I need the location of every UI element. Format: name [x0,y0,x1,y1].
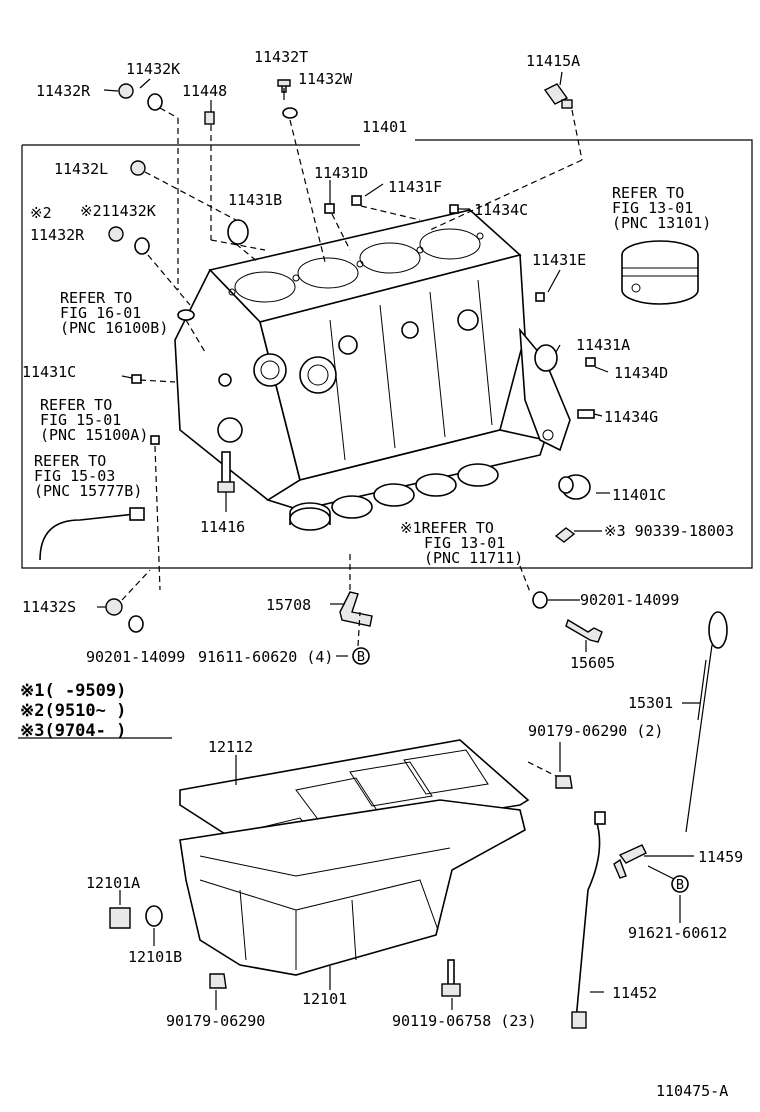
reference-line: FIG 13-01 [424,534,505,552]
sensor-11415a-icon [543,83,569,105]
part-number: 11431E [532,251,586,269]
part-number: ※2 [30,204,52,222]
part-number: 11431F [388,178,442,196]
applicability-legend: ※1( -9509) ※2(9510~ ) ※3(9704- ) [20,681,126,741]
reference-line: REFER TO [612,184,684,202]
reference-line: FIG 13-01 [612,199,693,217]
cylinder-block [174,209,571,511]
part-number: 11415A [526,52,580,70]
part-number: 15301 [628,694,673,712]
part-number: 11434G [604,408,658,426]
part-number: 91621-60612 [628,924,727,942]
reference-line: (PNC 16100B) [60,319,168,337]
circle-b-label: B [357,649,365,665]
legend-line: ※3(9704- ) [20,721,126,741]
plug-11434c-icon [449,204,459,214]
piston-icon [621,240,699,305]
leader-lines [18,71,700,1010]
reference-notes: REFER TO FIG 13-01 (PNC 13101) REFER TO … [34,184,711,567]
part-number: 11432T [254,48,308,66]
part-number: 11432W [298,70,353,88]
seal-11431a-icon [534,344,558,372]
part-number: 90201-14099 [86,648,185,666]
part-number: 11432K [126,60,180,78]
part-number: 11434D [614,364,668,382]
dipstick-guide [571,811,606,1029]
part-number: 15605 [570,654,615,672]
part-number: 91611-60620 (4) [198,648,333,666]
part-number: 11431B [228,191,282,209]
seal-11432k-icon [147,93,163,111]
circle-b-label: B [676,877,684,893]
part-number: 11452 [612,984,657,1002]
bolt-11416-icon [221,451,231,487]
part-number: 11401C [612,486,666,504]
figure-id: 110475-A [656,1082,728,1100]
part-number: ※3 90339-18003 [604,522,734,540]
reference-line: FIG 15-01 [40,411,121,429]
part-number: 11432L [54,160,108,178]
hose-icon [39,513,136,561]
plug-11431d-icon [324,203,335,214]
main-bearings [289,463,499,531]
part-number: ※211432K [80,202,156,220]
part-labels: 11432R 11432K 11448 11432T 11432W 11415A… [22,48,743,1100]
bracket-11459-icon [613,844,647,879]
part-number: 11431A [576,336,630,354]
bolt-11432t-icon [277,79,291,93]
part-number: 90201-14099 [580,591,679,609]
circle-b-marker: B [352,647,370,665]
part-number: 90179-06290 [166,1012,265,1030]
reference-line: FIG 15-03 [34,467,115,485]
dipstick [685,611,728,833]
part-number: 12112 [208,738,253,756]
reference-line: (PNC 15100A) [40,426,148,444]
reference-line: FIG 16-01 [60,304,141,322]
part-number: 11431C [22,363,76,381]
washer-11432w-icon [282,107,298,119]
part-number: 11432R [30,226,85,244]
legend-line: ※2(9510~ ) [20,701,126,721]
part-number: 90179-06290 (2) [528,722,663,740]
pin-11448-icon [204,111,215,125]
part-number: 90119-06758 (23) [392,1012,537,1030]
small-parts [39,79,647,997]
part-number: 15708 [266,596,311,614]
plug-11431b-icon [227,219,249,245]
reference-line: REFER TO [40,396,112,414]
legend-line: ※1( -9509) [20,681,126,701]
part-number: 11432S [22,598,76,616]
part-number: 11448 [182,82,227,100]
part-number: 11434C [474,201,528,219]
part-number: 11416 [200,518,245,536]
nozzle-15708-icon [339,591,373,627]
reference-line: (PNC 15777B) [34,482,142,500]
reference-line: REFER TO [34,452,106,470]
part-number: 11431D [314,164,368,182]
part-number: 11401 [362,118,407,136]
reference-line: ※1REFER TO [400,519,494,537]
part-number: 12101A [86,874,140,892]
part-number: 12101 [302,990,347,1008]
part-number: 11459 [698,848,743,866]
valve-15605-icon [565,618,603,643]
oil-pan-gasket [179,739,530,853]
plug-11432r-icon [118,83,134,99]
plug-11432l-icon [130,160,146,176]
oil-pan [179,799,526,976]
part-number: 12101B [128,948,182,966]
reference-line: REFER TO [60,289,132,307]
reference-line: (PNC 13101) [612,214,711,232]
plug-11431f-icon [351,195,362,206]
reference-line: (PNC 11711) [424,549,523,567]
circle-b-marker: B [671,875,689,893]
part-number: 11432R [36,82,91,100]
engine-block-frame [21,139,753,569]
